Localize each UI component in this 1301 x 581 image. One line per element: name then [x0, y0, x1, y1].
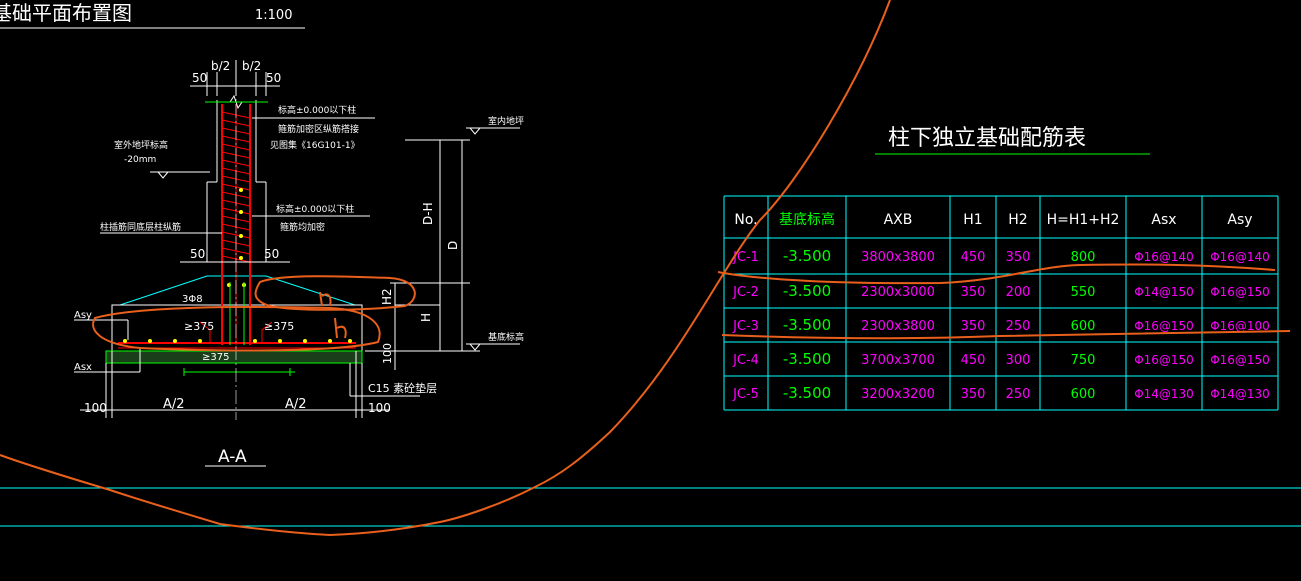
table-cell: JC-4 [732, 353, 759, 368]
section-a-a: 50 b/2 b/2 50 50 50 100 A/2 A/2 100 A-A … [74, 59, 524, 467]
table-header-cell: H2 [1008, 212, 1027, 228]
table-header-cell: No. [734, 212, 757, 228]
table-cell: 550 [1071, 285, 1096, 300]
table-cell: 350 [1006, 250, 1031, 265]
dim-top-b2-right: b/2 [242, 59, 261, 73]
label-cushion: C15 素砼垫层 [368, 381, 437, 395]
dim-bottom-a2-left: A/2 [163, 397, 185, 412]
table-cell: 2300x3800 [861, 319, 935, 334]
table-cell: 200 [1006, 285, 1031, 300]
table-cell: 3700x3700 [861, 353, 935, 368]
label-bars: 3Φ8 [182, 294, 203, 305]
table-cell: 250 [1006, 387, 1031, 402]
dim-bottom-100-left: 100 [84, 401, 107, 415]
table-cell: 250 [1006, 319, 1031, 334]
table-cell: -3.500 [783, 247, 831, 265]
dim-h2: H2 [380, 288, 394, 305]
table-header-cell: H=H1+H2 [1047, 212, 1120, 228]
table-cell: 3200x3200 [861, 387, 935, 402]
table-cell: 800 [1071, 250, 1096, 265]
label-asy: Asy [74, 310, 92, 321]
dim-top-50-left: 50 [192, 71, 207, 85]
table-cell: 750 [1071, 353, 1096, 368]
label-lap-bottom: ≥375 [202, 352, 229, 363]
table-header-cell: H1 [963, 212, 982, 228]
hand-annotations [0, 0, 1291, 537]
table-cell: Φ14@130 [1210, 387, 1270, 401]
label-outdoor: 室外地坪标高 [114, 139, 168, 151]
table-cell: Φ16@150 [1134, 353, 1194, 367]
table-cell: 350 [961, 387, 986, 402]
label-outdoor-val: -20mm [124, 155, 156, 165]
table-cell: JC-2 [732, 285, 759, 300]
table-cell: JC-5 [732, 387, 759, 402]
table-cell: Φ14@150 [1134, 285, 1194, 299]
dim-bottom-100-right: 100 [368, 401, 391, 415]
note-2: 箍筋加密区纵筋搭接 [278, 123, 359, 135]
table-cell: Φ16@150 [1210, 285, 1270, 299]
table-cell: 2300x3000 [861, 285, 935, 300]
table-cell: 350 [961, 285, 986, 300]
table-cell: Φ16@150 [1210, 353, 1270, 367]
table-title: 柱下独立基础配筋表 [888, 126, 1086, 151]
table-header-cell: Asx [1151, 212, 1176, 228]
label-asx: Asx [74, 362, 92, 373]
table-cell: JC-3 [732, 319, 759, 334]
drawing-title: 基础平面布置图 [0, 1, 132, 25]
dim-top-50-right: 50 [266, 71, 281, 85]
table-cell: Φ16@140 [1210, 250, 1270, 264]
table-header-cell: 基底标高 [779, 211, 835, 228]
table-cell: Φ16@150 [1134, 319, 1194, 333]
dim-top-b2-left: b/2 [211, 59, 230, 73]
dim-d-minus-h: D-H [421, 202, 435, 225]
dim-100: 100 [381, 343, 394, 364]
table-cell: -3.500 [783, 316, 831, 334]
rebar-table: 柱下独立基础配筋表 No. 基底标高 AXB H1 H2 H=H1+H2 Asx AsyJC-… [723, 126, 1279, 411]
table-cell: 450 [961, 353, 986, 368]
dim-mid-50-left: 50 [190, 247, 205, 261]
label-indoor: 室内地坪 [488, 115, 524, 127]
table-cell: 300 [1006, 353, 1031, 368]
drawing-scale: 1:100 [255, 8, 292, 23]
table-cell: 600 [1071, 319, 1096, 334]
table-cell: 3800x3800 [861, 250, 935, 265]
table-cell: 600 [1071, 387, 1096, 402]
table-cell: 450 [961, 250, 986, 265]
note-3: 见图集《16G101-1》 [270, 139, 360, 151]
dim-bottom-a2-right: A/2 [285, 397, 307, 412]
label-base: 基底标高 [488, 331, 524, 343]
table-cell: -3.500 [783, 384, 831, 402]
note-1: 标高±0.000以下柱 [278, 104, 356, 116]
table-cell: Φ16@100 [1210, 319, 1270, 333]
table-cell: -3.500 [783, 282, 831, 300]
dim-d: D [446, 241, 460, 250]
note-4: 标高±0.000以下柱 [276, 203, 354, 215]
table-cell: Φ16@140 [1134, 250, 1194, 264]
dim-h: H [419, 313, 433, 322]
label-lap-right: ≥375 [264, 320, 294, 333]
table-header-cell: AXB [884, 212, 913, 228]
label-lap-left: ≥375 [184, 320, 214, 333]
table-cell: JC-1 [732, 250, 759, 265]
note-5: 箍筋均加密 [280, 221, 325, 233]
table-cell: 350 [961, 319, 986, 334]
dim-mid-50-right: 50 [264, 247, 279, 261]
table-header-cell: Asy [1227, 212, 1252, 228]
section-title: A-A [218, 447, 247, 467]
label-column-rebar: 柱插筋同底层柱纵筋 [100, 221, 181, 233]
table-cell: Φ14@130 [1134, 387, 1194, 401]
table-cell: -3.500 [783, 350, 831, 368]
